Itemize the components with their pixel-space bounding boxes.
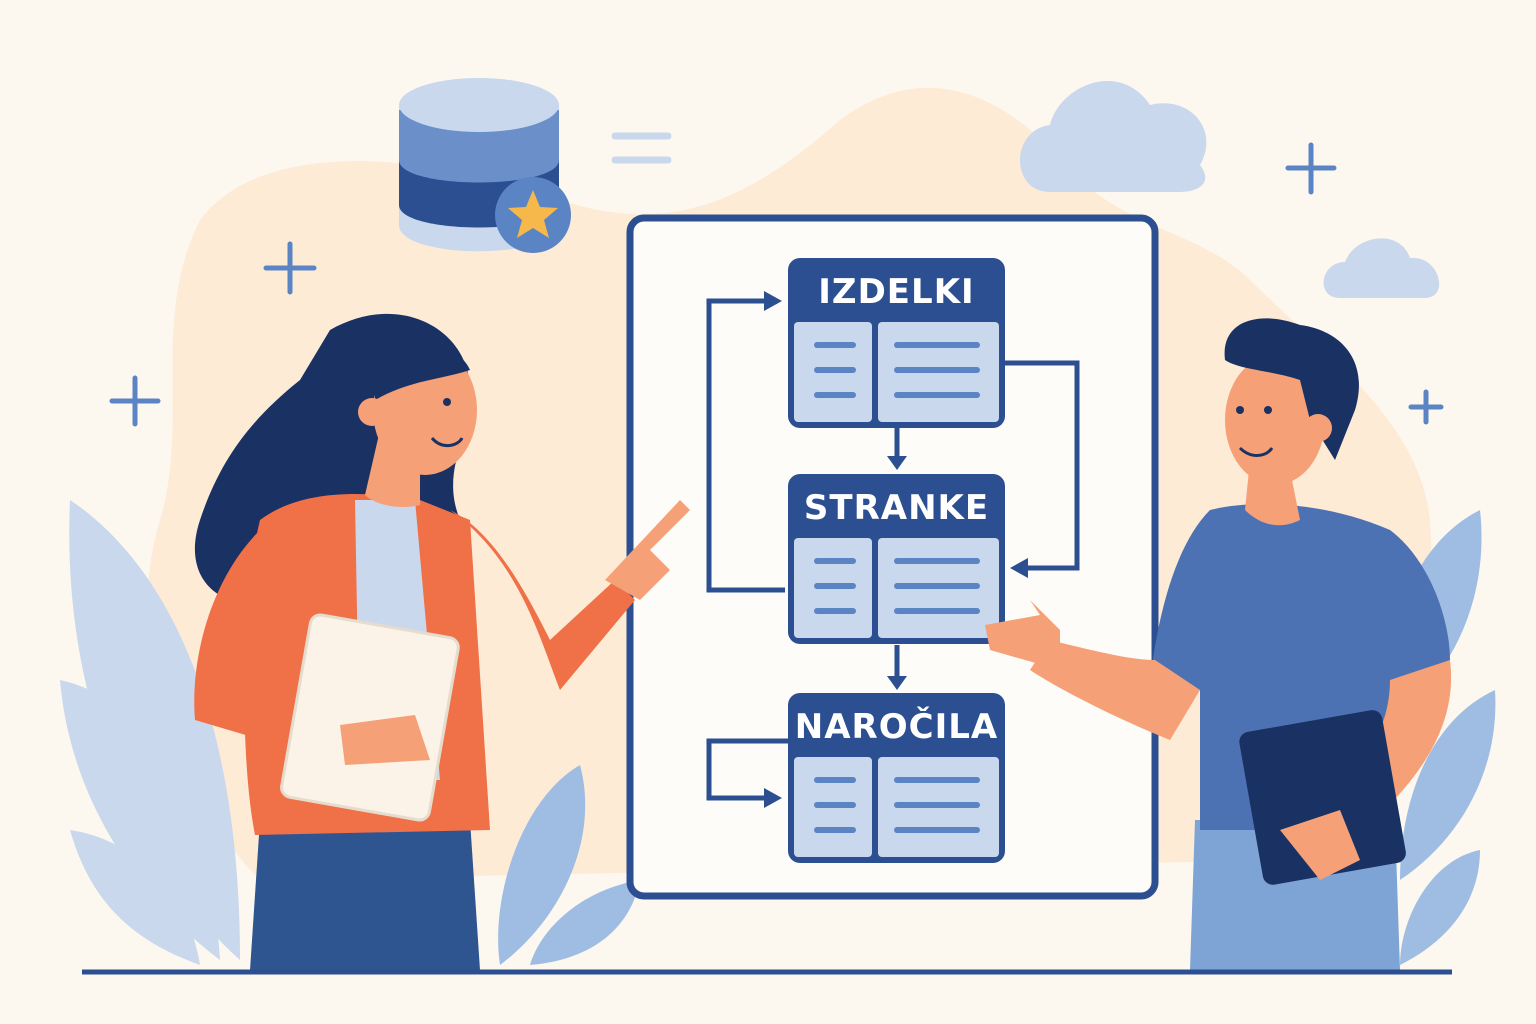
table-row-line (814, 777, 856, 783)
table-row-line (814, 608, 856, 614)
table-row-line (814, 392, 856, 398)
table-row-line (894, 392, 980, 398)
table-row-line (894, 802, 980, 808)
table-row-line (894, 777, 980, 783)
woman-figure (194, 313, 690, 970)
database-icon (399, 78, 559, 252)
table-row-line (894, 342, 980, 348)
arrowheads (764, 291, 1028, 808)
table-stranke: STRANKE (788, 474, 1005, 644)
cloud-icon (1020, 81, 1207, 192)
table-row-line (814, 558, 856, 564)
plant-left (60, 500, 240, 965)
table-izdelki: IZDELKI (788, 258, 1005, 428)
table-title: NAROČILA (795, 706, 998, 747)
plant-middle (498, 765, 640, 965)
table-row-line (894, 608, 980, 614)
table-row-line (894, 827, 980, 833)
plus-icon (109, 142, 1444, 427)
table-row-line (814, 367, 856, 373)
table-row-line (894, 583, 980, 589)
table-naročila: NAROČILA (788, 693, 1005, 863)
table-row-line (814, 583, 856, 589)
table-row-line (814, 827, 856, 833)
table-row-line (814, 342, 856, 348)
table-row-line (894, 367, 980, 373)
star-badge-icon (495, 177, 571, 253)
equals-icon (611, 132, 672, 164)
relationship-arrows (706, 298, 1080, 801)
man-figure (985, 318, 1452, 970)
cloud-icon (1323, 238, 1440, 298)
table-row-line (814, 802, 856, 808)
table-title: STRANKE (804, 488, 989, 528)
table-row-line (894, 558, 980, 564)
table-title: IZDELKI (818, 272, 974, 312)
